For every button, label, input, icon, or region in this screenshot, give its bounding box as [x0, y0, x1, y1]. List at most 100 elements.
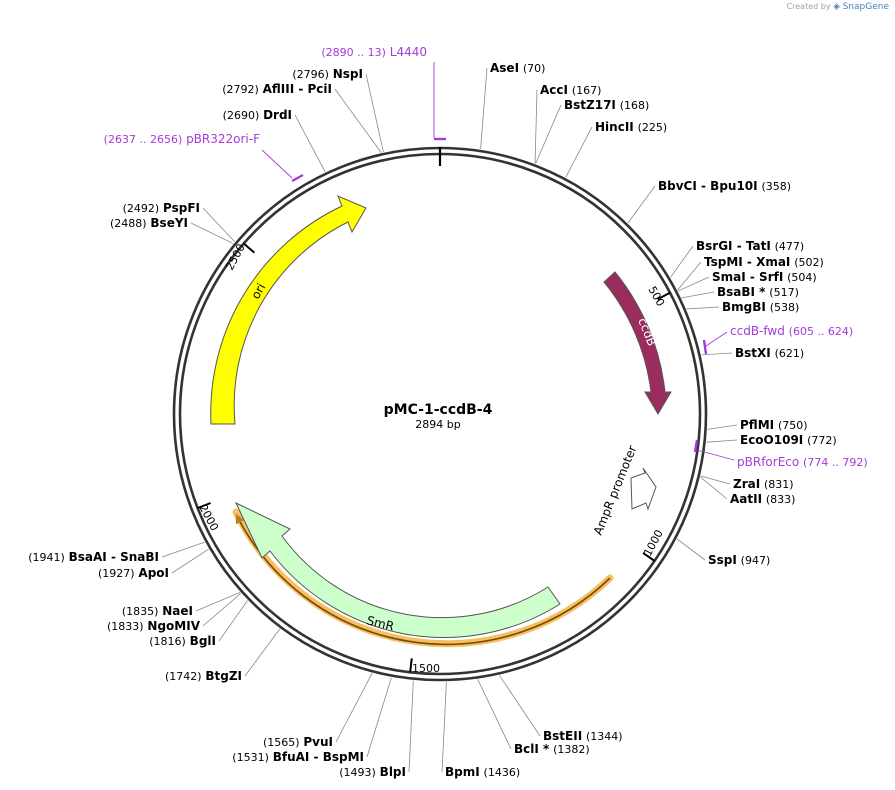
site-position: (504) [787, 271, 817, 284]
site-enzyme-name: BsrGI - TatI [696, 239, 771, 253]
site-label: BmgBI (538) [722, 300, 799, 314]
site-leader-line [627, 185, 656, 224]
site-leader-line [441, 681, 447, 773]
site-bfuai[interactable]: (1531) BfuAI - BspMI [232, 677, 392, 764]
site-enzyme-name: BstEII [543, 729, 582, 743]
site-bsaai[interactable]: (1941) BsaAI - SnaBI [28, 541, 205, 564]
site-enzyme-name: DrdI [263, 108, 292, 122]
site-label: TspMI - XmaI (502) [704, 255, 824, 269]
primer-name: pBRforEco [737, 455, 799, 469]
site-leader-line [202, 207, 235, 243]
site-label: (2488) BseYI [110, 216, 188, 230]
site-blpi[interactable]: (1493) BlpI [339, 680, 414, 779]
credit-prefix: Created by [786, 2, 831, 11]
scale-tick-mark [657, 291, 671, 301]
site-eco0109i[interactable]: EcoO109I (772) [706, 433, 837, 447]
site-label: (2492) PspFI [123, 201, 200, 215]
site-label: BstZ17I (168) [564, 98, 649, 112]
site-bbvci[interactable]: BbvCI - Bpu10I (358) [627, 179, 791, 224]
site-leader-line [365, 73, 384, 153]
site-bsabi[interactable]: BsaBI * (517) [681, 285, 799, 299]
site-sspi[interactable]: SspI (947) [676, 538, 771, 567]
site-zrai[interactable]: ZraI (831) [700, 475, 794, 491]
primer-label: pBRforEco (774 .. 792) [737, 455, 868, 469]
site-position: (477) [775, 240, 805, 253]
site-naei[interactable]: (1835) NaeI [122, 592, 241, 618]
site-drdi[interactable]: (2690) DrdI [223, 108, 326, 173]
site-smai[interactable]: SmaI - SrfI (504) [677, 270, 817, 292]
ampr-frame-line [235, 513, 611, 646]
site-asei[interactable]: AseI (70) [480, 61, 546, 150]
site-label: PflMI (750) [740, 418, 808, 432]
site-enzyme-name: BlpI [380, 765, 406, 779]
site-pflmi[interactable]: PflMI (750) [707, 418, 808, 432]
site-leader-line [218, 600, 248, 642]
feature-ori[interactable] [210, 195, 367, 425]
site-acci[interactable]: AccI (167) [534, 83, 601, 164]
site-position: (538) [770, 301, 800, 314]
site-aatii[interactable]: AatII (833) [700, 476, 795, 506]
site-bsrgi[interactable]: BsrGI - TatI (477) [670, 239, 805, 278]
label-ori: ori [248, 281, 268, 302]
site-btgzi[interactable]: (1742) BtgZI [165, 628, 281, 683]
credit-brand: SnapGene [842, 2, 889, 12]
feature-ampr-promoter[interactable] [630, 467, 657, 511]
site-tspmi[interactable]: TspMI - XmaI (502) [677, 255, 824, 291]
primer-binding-mark [291, 173, 304, 183]
site-label: (2796) NspI [292, 67, 363, 81]
site-enzyme-name: NaeI [162, 604, 193, 618]
plasmid-title: pMC-1-ccdB-4 [384, 402, 493, 418]
site-nspi[interactable]: (2796) NspI [292, 67, 384, 153]
site-position: (1493) [339, 766, 376, 779]
primer-l4440[interactable]: (2890 .. 13) L4440 [321, 45, 446, 141]
site-leader-line [701, 352, 733, 356]
sites-layer: AseI (70) AccI (167)BstZ17I (168) HincII (… [28, 61, 836, 779]
site-position: (2488) [110, 217, 147, 230]
site-position: (833) [766, 493, 796, 506]
site-bcli[interactable]: BclI * (1382) [477, 679, 590, 756]
site-leader-line [677, 276, 710, 292]
site-pvui[interactable]: (1565) PvuI [263, 673, 373, 749]
site-bstz17i[interactable]: BstZ17I (168) [535, 98, 650, 164]
primer-pbrforeco[interactable]: pBRforEco (774 .. 792) [693, 439, 868, 469]
site-position: (1344) [586, 730, 623, 743]
site-position: (831) [764, 478, 794, 491]
site-leader-line [700, 476, 728, 500]
primer-pbr322ori[interactable]: (2637 .. 2656) pBR322ori-F [104, 132, 304, 183]
site-bgli[interactable]: (1816) BglI [149, 600, 248, 648]
site-label: AseI (70) [490, 61, 545, 75]
primer-binding-mark [702, 339, 708, 355]
site-position: (947) [741, 554, 771, 567]
site-hincii[interactable]: HincII (225) [565, 120, 668, 178]
site-enzyme-name: BsaAI - SnaBI [69, 550, 159, 564]
site-position: (1382) [553, 743, 590, 756]
site-bstxi[interactable]: BstXI (621) [701, 346, 804, 360]
site-leader-line [161, 541, 205, 558]
site-leader-line [244, 628, 281, 677]
site-enzyme-name: AccI [540, 83, 568, 97]
feature-SmR[interactable] [234, 501, 561, 638]
site-leader-line [565, 126, 593, 178]
site-label: BstXI (621) [735, 346, 804, 360]
site-bseyi[interactable]: (2488) BseYI [110, 216, 234, 244]
feature-ccdB[interactable] [603, 271, 672, 415]
site-bmgbi[interactable]: BmgBI (538) [686, 300, 800, 314]
site-afliii[interactable]: (2792) AflIII - PciI [222, 82, 382, 153]
site-position: (225) [638, 121, 668, 134]
primer-ccdbfwd[interactable]: ccdB-fwd (605 .. 624) [702, 324, 853, 355]
site-label: AccI (167) [540, 83, 601, 97]
site-pspfi[interactable]: (2492) PspFI [123, 201, 235, 243]
site-bpmi[interactable]: BpmI (1436) [441, 681, 520, 779]
snapgene-credit: Created by ◈ SnapGene [787, 2, 889, 12]
site-position: (517) [769, 286, 799, 299]
site-enzyme-name: BfuAI - BspMI [273, 750, 364, 764]
site-leader-line [366, 677, 392, 758]
site-enzyme-name: BglI [190, 634, 216, 648]
site-label: (1833) NgoMIV [107, 619, 201, 633]
site-bsteii[interactable]: BstEII (1344) [499, 675, 623, 743]
site-apoi[interactable]: (1927) ApoI [98, 548, 209, 580]
site-label: AatII (833) [730, 492, 795, 506]
site-enzyme-name: BstXI [735, 346, 771, 360]
scale-tick-label: 1000 [641, 528, 666, 559]
site-ngomiv[interactable]: (1833) NgoMIV [107, 592, 242, 633]
